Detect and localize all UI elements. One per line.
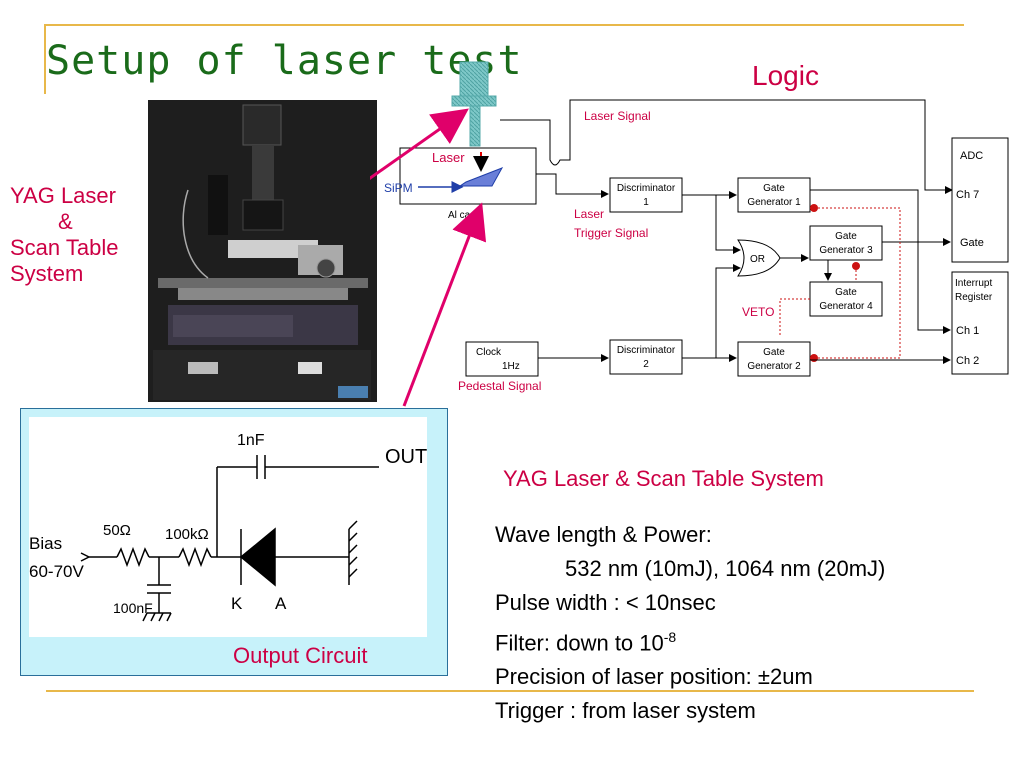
gate-generator-1-label: Gate bbox=[763, 183, 785, 194]
laser-trigger-label-1: Laser bbox=[574, 207, 604, 221]
spec-line-indented: 532 nm (10mJ), 1064 nm (20mJ) bbox=[565, 556, 886, 581]
photo-caption-line: System bbox=[10, 261, 84, 286]
interrupt-register-block bbox=[951, 271, 1009, 375]
top-rule bbox=[46, 24, 964, 26]
gate-generator-1-num: Generator 1 bbox=[747, 197, 801, 208]
discriminator-1-label: Discriminator bbox=[617, 183, 676, 194]
apparatus-photo-drawing bbox=[148, 100, 377, 402]
veto-dot bbox=[810, 204, 818, 212]
photo-caption-line: & bbox=[58, 209, 73, 234]
spec-line: Pulse width : < 10nsec bbox=[495, 590, 716, 615]
cathode-label: K bbox=[231, 594, 243, 613]
gate-generator-4-num: Generator 4 bbox=[819, 301, 873, 312]
spec-filter-text: Filter: down to 10 bbox=[495, 630, 664, 656]
laser-label: Laser bbox=[432, 150, 465, 165]
bottom-rule bbox=[46, 690, 974, 692]
al-case-box bbox=[399, 147, 537, 205]
or-gate-label: OR bbox=[750, 254, 765, 265]
gate-generator-3-label: Gate bbox=[835, 231, 857, 242]
laser-flange-icon bbox=[451, 95, 497, 107]
veto-dot bbox=[810, 354, 818, 362]
photo-caption: YAG Laser & Scan Table System bbox=[10, 183, 118, 287]
veto-line-1 bbox=[814, 207, 901, 359]
laser-signal-label: Laser Signal bbox=[584, 109, 651, 123]
d2-to-or-line bbox=[715, 264, 741, 358]
logic-title: Logic bbox=[752, 60, 819, 91]
adc-ch7-label: Ch 7 bbox=[956, 189, 979, 201]
ch1-label: Ch 1 bbox=[956, 325, 979, 337]
laser-head-icon bbox=[459, 61, 489, 97]
resistor-50-label: 50Ω bbox=[103, 522, 131, 539]
spec-line: 532 nm (10mJ), 1064 nm (20mJ) bbox=[495, 552, 885, 586]
d1-to-or-line bbox=[715, 195, 741, 254]
spec-line: Trigger : from laser system bbox=[495, 698, 756, 724]
capacitor-100nf-label: 100nF bbox=[113, 600, 153, 616]
gate-generator-4-label: Gate bbox=[835, 287, 857, 298]
discriminator-2-block bbox=[609, 339, 683, 375]
ch2-label: Ch 2 bbox=[956, 355, 979, 367]
clock-freq: 1Hz bbox=[502, 361, 520, 372]
laser-nozzle-icon bbox=[469, 105, 481, 147]
discriminator-2-label: Discriminator bbox=[617, 345, 676, 356]
pedestal-label: Pedestal Signal bbox=[458, 379, 541, 393]
bias-voltage-label: 60-70V bbox=[29, 562, 84, 581]
gate-generator-1-block bbox=[737, 177, 811, 213]
spec-line: Wave length & Power: bbox=[495, 522, 712, 547]
capacitor-1nf-label: 1nF bbox=[237, 432, 265, 449]
photo-caption-line: YAG Laser bbox=[10, 183, 116, 208]
discriminator-2-num: 2 bbox=[643, 359, 649, 370]
or-gate-icon bbox=[737, 239, 781, 277]
register-label: Register bbox=[955, 292, 993, 303]
clock-label: Clock bbox=[476, 347, 502, 358]
adc-block bbox=[951, 137, 1009, 263]
photo-caption-line: Scan Table bbox=[10, 235, 119, 260]
sipm-chip-icon bbox=[458, 167, 504, 187]
discriminator-1-num: 1 bbox=[643, 197, 649, 208]
spec-filter-exponent: -8 bbox=[663, 629, 677, 645]
pointer-arrow-sipm bbox=[402, 202, 487, 407]
page-title: Setup of laser test bbox=[46, 38, 523, 84]
specs-list: Wave length & Power: 532 nm (10mJ), 1064… bbox=[495, 518, 885, 728]
adc-gate-label: Gate bbox=[960, 237, 984, 249]
logic-diagram: Laser SiPM Al case Laser Signal Laser Tr… bbox=[370, 61, 1009, 407]
veto-label: VETO bbox=[742, 305, 774, 319]
out-label: OUT bbox=[385, 446, 427, 468]
gate-generator-2-num: Generator 2 bbox=[747, 361, 801, 372]
gate-generator-3-block bbox=[809, 225, 883, 261]
anode-label: A bbox=[275, 594, 287, 613]
g1-to-ch1-line bbox=[810, 189, 951, 334]
circuit-schematic: 1nF OUT bbox=[29, 417, 427, 637]
laser-signal-line bbox=[500, 99, 953, 194]
adc-label: ADC bbox=[960, 150, 983, 162]
specs-heading: YAG Laser & Scan Table System bbox=[503, 466, 824, 491]
spec-line: Precision of laser position: ±2um bbox=[495, 664, 813, 690]
sipm-out-line bbox=[536, 173, 609, 198]
gate-generator-3-num: Generator 3 bbox=[819, 245, 873, 256]
pointer-arrow-laser bbox=[370, 108, 469, 180]
discriminator-1-block bbox=[609, 177, 683, 213]
sipm-label: SiPM bbox=[384, 181, 413, 195]
gate-generator-2-label: Gate bbox=[763, 347, 785, 358]
spec-line: Filter: down to 10-8 bbox=[495, 620, 885, 660]
clock-block bbox=[465, 341, 539, 377]
left-rule bbox=[44, 24, 46, 94]
resistor-100k-label: 100kΩ bbox=[165, 526, 209, 543]
bias-label: Bias bbox=[29, 534, 62, 553]
output-circuit-caption: Output Circuit bbox=[233, 643, 368, 668]
circuit-drawing: 1nF OUT bbox=[29, 432, 427, 622]
gate-generator-2-block bbox=[737, 341, 811, 377]
veto-line-2 bbox=[779, 298, 810, 336]
output-circuit-panel: 1nF OUT bbox=[20, 408, 448, 676]
interrupt-label: Interrupt bbox=[955, 278, 992, 289]
gate-generator-4-block bbox=[809, 281, 883, 317]
laser-trigger-label-2: Trigger Signal bbox=[574, 226, 648, 240]
apparatus-photo bbox=[148, 100, 377, 402]
